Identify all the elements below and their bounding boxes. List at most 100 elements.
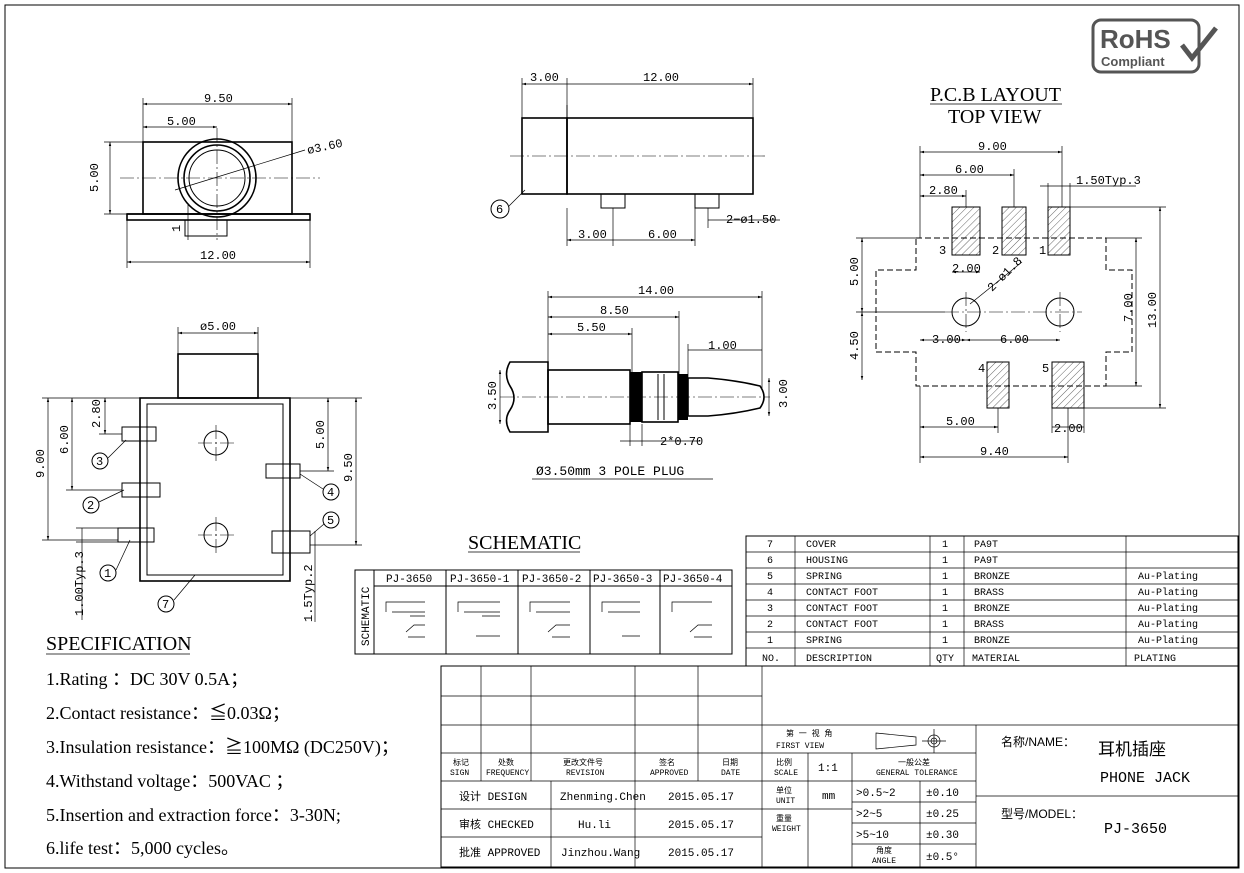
svg-text:APPROVED: APPROVED: [650, 769, 689, 778]
svg-text:PA9T: PA9T: [974, 556, 998, 567]
svg-text:MATERIAL: MATERIAL: [972, 654, 1020, 665]
side-pin-offset-dim: 3.00: [578, 228, 607, 242]
design-label: 设计 DESIGN: [459, 790, 527, 804]
plug-100-dim: 1.00: [708, 339, 737, 353]
svg-text:BRASS: BRASS: [974, 588, 1004, 599]
svg-text:1: 1: [104, 567, 111, 581]
bottom-view: ø5.00 9.00 6.00 2.80 9.50 5.00 1.00Typ.3…: [34, 320, 362, 622]
tolerance-row: >0.5~2±0.10: [856, 788, 959, 800]
svg-text:1: 1: [1039, 244, 1046, 258]
svg-text:签名: 签名: [659, 757, 675, 768]
svg-text:比例: 比例: [776, 757, 792, 768]
schematic-model-4: PJ-3650-3: [593, 574, 652, 586]
scale-value: 1:1: [818, 763, 838, 775]
svg-text:BRONZE: BRONZE: [974, 636, 1010, 647]
svg-text:CONTACT FOOT: CONTACT FOOT: [806, 620, 878, 631]
svg-text:HOUSING: HOUSING: [806, 556, 848, 567]
side-front-dim: 3.00: [530, 71, 559, 85]
pcb-1300-dim: 13.00: [1146, 292, 1160, 328]
bottom-100typ-dim: 1.00Typ.3: [73, 551, 87, 616]
svg-text:Au-Plating: Au-Plating: [1138, 571, 1198, 583]
schematic-model-5: PJ-3650-4: [663, 574, 723, 586]
svg-text:FIRST VIEW: FIRST VIEW: [776, 742, 824, 751]
side-pin-pitch-dim: 6.00: [648, 228, 677, 242]
rohs-logo: RoHS Compliant: [1091, 18, 1218, 74]
svg-text:±0.10: ±0.10: [926, 788, 959, 800]
check-date: 2015.05.17: [668, 820, 734, 832]
bottom-15typ-dim: 1.5Typ.2: [302, 564, 316, 622]
pcb-pad-2: [1001, 206, 1027, 256]
svg-text:Au-Plating: Au-Plating: [1138, 619, 1198, 631]
svg-text:5: 5: [1042, 362, 1049, 376]
svg-text:重量: 重量: [776, 813, 792, 824]
svg-text:BRASS: BRASS: [974, 620, 1004, 631]
svg-text:角度: 角度: [876, 845, 892, 856]
plug-300-dim: 3.00: [777, 379, 791, 408]
svg-text:BRONZE: BRONZE: [974, 604, 1010, 615]
schematic-side-label: SCHEMATIC: [361, 586, 373, 646]
bottom-500-dim: 5.00: [314, 420, 328, 449]
svg-text:单位: 单位: [776, 785, 792, 796]
svg-text:COVER: COVER: [806, 540, 836, 551]
svg-text:2: 2: [87, 499, 94, 513]
design-name: Zhenming.Chen: [560, 792, 646, 804]
approve-label: 批准 APPROVED: [459, 845, 541, 860]
pcb-layout: P.C.B LAYOUT TOP VIEW 3 2 1 4 5 9.00 6.0…: [848, 84, 1166, 463]
svg-text:3: 3: [96, 455, 103, 469]
spec-line-6: 6.life test：5,000 cycles。: [46, 838, 239, 858]
spec-line-1: 1.Rating ：DC 30V 0.5A；: [46, 669, 248, 689]
svg-text:REVISION: REVISION: [566, 769, 605, 778]
svg-text:>2~5: >2~5: [856, 809, 882, 821]
svg-text:1: 1: [942, 604, 948, 615]
callout-5: [322, 511, 340, 529]
svg-text:更改文件号: 更改文件号: [563, 757, 603, 768]
svg-text:4: 4: [327, 486, 334, 500]
svg-text:DATE: DATE: [721, 769, 740, 778]
sheet-border: [4, 4, 1240, 869]
schematic-model-1: PJ-3650: [386, 574, 432, 586]
svg-text:±0.30: ±0.30: [926, 830, 959, 842]
svg-text:标记: 标记: [453, 757, 469, 768]
design-date: 2015.05.17: [668, 792, 734, 804]
pcb-200-dim: 2.00: [952, 262, 981, 276]
svg-text:SPRING: SPRING: [806, 636, 842, 647]
svg-text:4: 4: [767, 588, 773, 599]
model-value: PJ-3650: [1104, 821, 1167, 838]
tolerance-row: >5~10 ±0.30: [856, 830, 959, 842]
svg-text:NO.: NO.: [762, 654, 780, 665]
front-dia-dim: ø3.60: [306, 137, 344, 158]
svg-text:7: 7: [162, 598, 169, 612]
svg-text:6: 6: [496, 203, 503, 217]
plug-caption: Ø3.50mm 3 POLE PLUG: [536, 464, 684, 479]
model-label: 型号/MODEL：: [1001, 807, 1083, 821]
side-view: 3.00 12.00 3.00 6.00 2−ø1.50 6: [490, 71, 780, 246]
pcb-900-dim: 9.00: [978, 140, 1007, 154]
svg-text:PA9T: PA9T: [974, 540, 998, 551]
pcb-300-dim: 3.00: [932, 333, 961, 347]
schematic-title: SCHEMATIC: [468, 532, 581, 554]
callout-6: [490, 199, 510, 219]
front-base-dim: 12.00: [200, 249, 236, 263]
svg-text:Au-Plating: Au-Plating: [1138, 635, 1198, 647]
svg-text:SCALE: SCALE: [774, 769, 798, 778]
svg-text:5: 5: [327, 514, 334, 528]
front-height-dim: 5.00: [88, 163, 102, 192]
rohs-title: RoHS: [1100, 24, 1171, 54]
pcb-pad-4: [986, 361, 1010, 409]
svg-text:SPRING: SPRING: [806, 572, 842, 583]
front-width-dim: 9.50: [204, 92, 233, 106]
callout-3: [91, 452, 109, 470]
front-half-dim: 5.00: [167, 115, 196, 129]
schematic-model-3: PJ-3650-2: [522, 574, 581, 586]
pcb-450v-dim: 4.50: [848, 331, 862, 360]
front-view: 9.50 5.00 ø3.60 5.00 12.00 1: [88, 92, 344, 268]
svg-text:>5~10: >5~10: [856, 830, 889, 842]
plug-350-dim: 3.50: [486, 381, 500, 410]
svg-text:1: 1: [942, 620, 948, 631]
